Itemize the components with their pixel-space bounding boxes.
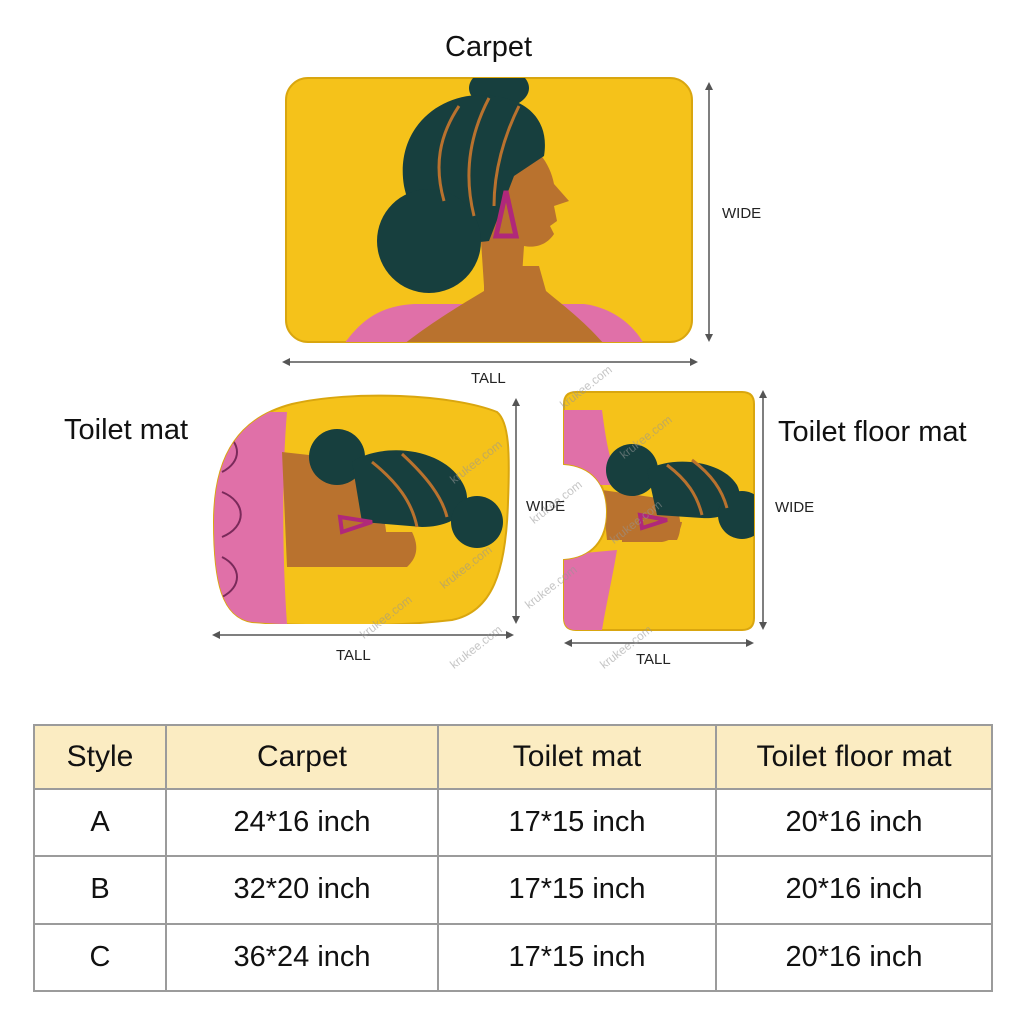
table-cell: C	[33, 922, 167, 993]
table-cell: A	[33, 787, 167, 858]
carpet-heading: Carpet	[445, 31, 533, 63]
toilet-floor-mat-wide-arrow	[759, 390, 767, 630]
table-row: B 32*20 inch 17*15 inch 20*16 inch	[33, 855, 993, 925]
table-cell: 17*15 inch	[437, 855, 717, 925]
table-cell: B	[33, 855, 167, 925]
carpet-tall-arrow	[282, 358, 698, 366]
header-style: Style	[33, 724, 167, 790]
toilet-mat-illustration	[212, 394, 510, 624]
toilet-floor-mat-illustration	[563, 391, 755, 631]
header-carpet: Carpet	[165, 724, 439, 790]
table-cell: 17*15 inch	[437, 787, 717, 858]
table-cell: 17*15 inch	[437, 922, 717, 993]
carpet-illustration	[285, 77, 693, 343]
carpet-wide-label: WIDE	[722, 205, 762, 222]
table-cell: 20*16 inch	[715, 922, 993, 993]
header-toilet-floor-mat: Toilet floor mat	[715, 724, 993, 790]
toilet-mat-wide-label: WIDE	[526, 498, 566, 515]
table-row: C 36*24 inch 17*15 inch 20*16 inch	[33, 922, 993, 993]
table-cell: 20*16 inch	[715, 855, 993, 925]
carpet-wide-arrow	[705, 82, 713, 342]
toilet-floor-mat-wide-label: WIDE	[775, 499, 815, 516]
table-cell: 32*20 inch	[165, 855, 439, 925]
toilet-mat-tall-label: TALL	[336, 647, 371, 664]
toilet-floor-mat-heading: Toilet floor mat	[778, 416, 967, 448]
carpet-tall-label: TALL	[471, 370, 506, 387]
table-row: A 24*16 inch 17*15 inch 20*16 inch	[33, 787, 993, 858]
toilet-mat-tall-arrow	[212, 631, 514, 639]
header-toilet-mat: Toilet mat	[437, 724, 717, 790]
toilet-floor-mat-tall-label: TALL	[636, 651, 671, 668]
table-cell: 36*24 inch	[165, 922, 439, 993]
table-cell: 20*16 inch	[715, 787, 993, 858]
table-header-row: Style Carpet Toilet mat Toilet floor mat	[33, 724, 993, 790]
table-cell: 24*16 inch	[165, 787, 439, 858]
toilet-mat-wide-arrow	[512, 398, 520, 624]
toilet-mat-heading: Toilet mat	[64, 414, 189, 446]
toilet-floor-mat-tall-arrow	[564, 639, 754, 647]
size-table: Style Carpet Toilet mat Toilet floor mat…	[33, 724, 993, 993]
